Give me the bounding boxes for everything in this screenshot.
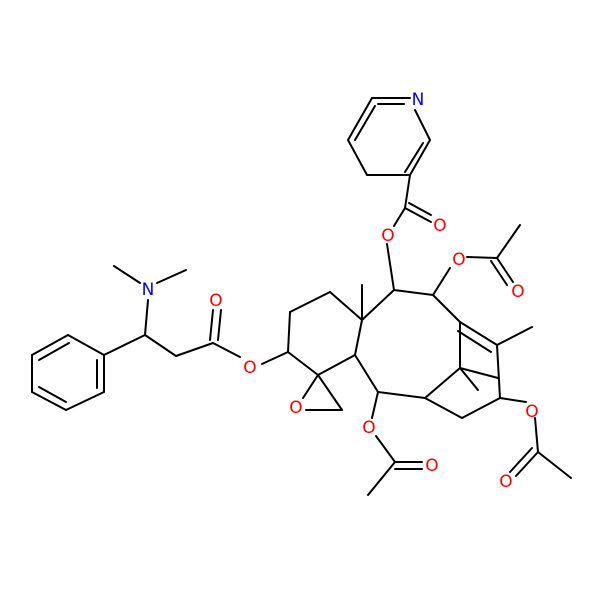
bond [31, 391, 67, 411]
oxygen-atom-label: O [243, 358, 256, 378]
oxygen-atom-label: O [209, 291, 222, 311]
oxygen-atom-label: O [425, 456, 438, 476]
bond [354, 319, 363, 356]
bond [209, 309, 214, 341]
bond [461, 397, 501, 419]
nitrogen-atom-label: N [412, 90, 425, 110]
bond [261, 351, 289, 365]
bond [287, 351, 319, 376]
nitrogen-atom-label: N [142, 280, 155, 300]
bond [67, 334, 105, 356]
bond [31, 334, 69, 356]
bond [347, 139, 368, 176]
bond [490, 260, 508, 286]
bond [287, 311, 291, 353]
bond [103, 334, 146, 356]
bond [144, 299, 149, 336]
bond [496, 344, 501, 399]
bond [377, 391, 426, 399]
bond [38, 342, 70, 361]
bond [515, 451, 539, 477]
bond [175, 342, 214, 357]
bond [386, 243, 395, 291]
bond [302, 374, 319, 399]
bond [496, 257, 514, 283]
bond [113, 265, 141, 284]
bond [393, 289, 434, 296]
bond [65, 391, 105, 411]
oxygen-atom-label: O [381, 226, 394, 246]
oxygen-atom-label: O [433, 216, 446, 236]
bond [212, 342, 241, 358]
bond [432, 267, 451, 296]
bond [404, 174, 411, 209]
bond [367, 461, 396, 496]
bond [408, 202, 432, 216]
bond [499, 397, 527, 403]
bond [375, 435, 396, 463]
bond [424, 367, 461, 399]
bond [156, 269, 187, 284]
bond [317, 354, 356, 376]
oxygen-atom-label: O [499, 472, 512, 492]
bond [534, 417, 539, 453]
bond [354, 354, 379, 393]
bond [409, 139, 431, 176]
bond [509, 447, 533, 473]
bond [496, 326, 533, 346]
bond [457, 330, 492, 353]
bond [404, 142, 424, 173]
bond [289, 291, 331, 313]
bond [38, 386, 67, 403]
bond [361, 289, 395, 321]
bond [414, 109, 431, 141]
bond [217, 309, 222, 341]
oxygen-atom-label: O [525, 402, 538, 422]
bond [371, 391, 379, 419]
bond [466, 256, 498, 259]
bond [459, 321, 498, 346]
bond [424, 397, 463, 419]
bond [347, 97, 373, 141]
bond [404, 207, 432, 223]
bond [432, 294, 461, 323]
oxygen-atom-label: O [362, 418, 375, 438]
bond [329, 291, 363, 321]
oxygen-atom-label: O [452, 250, 465, 270]
oxygen-atom-label: O [511, 282, 524, 302]
bond [459, 367, 479, 391]
bond [354, 105, 376, 141]
bond [459, 367, 499, 379]
bond [144, 334, 177, 357]
bond [496, 224, 521, 259]
bond [537, 451, 572, 479]
oxygen-atom-label: O [289, 398, 302, 418]
bond [393, 207, 406, 227]
bond [317, 374, 343, 411]
